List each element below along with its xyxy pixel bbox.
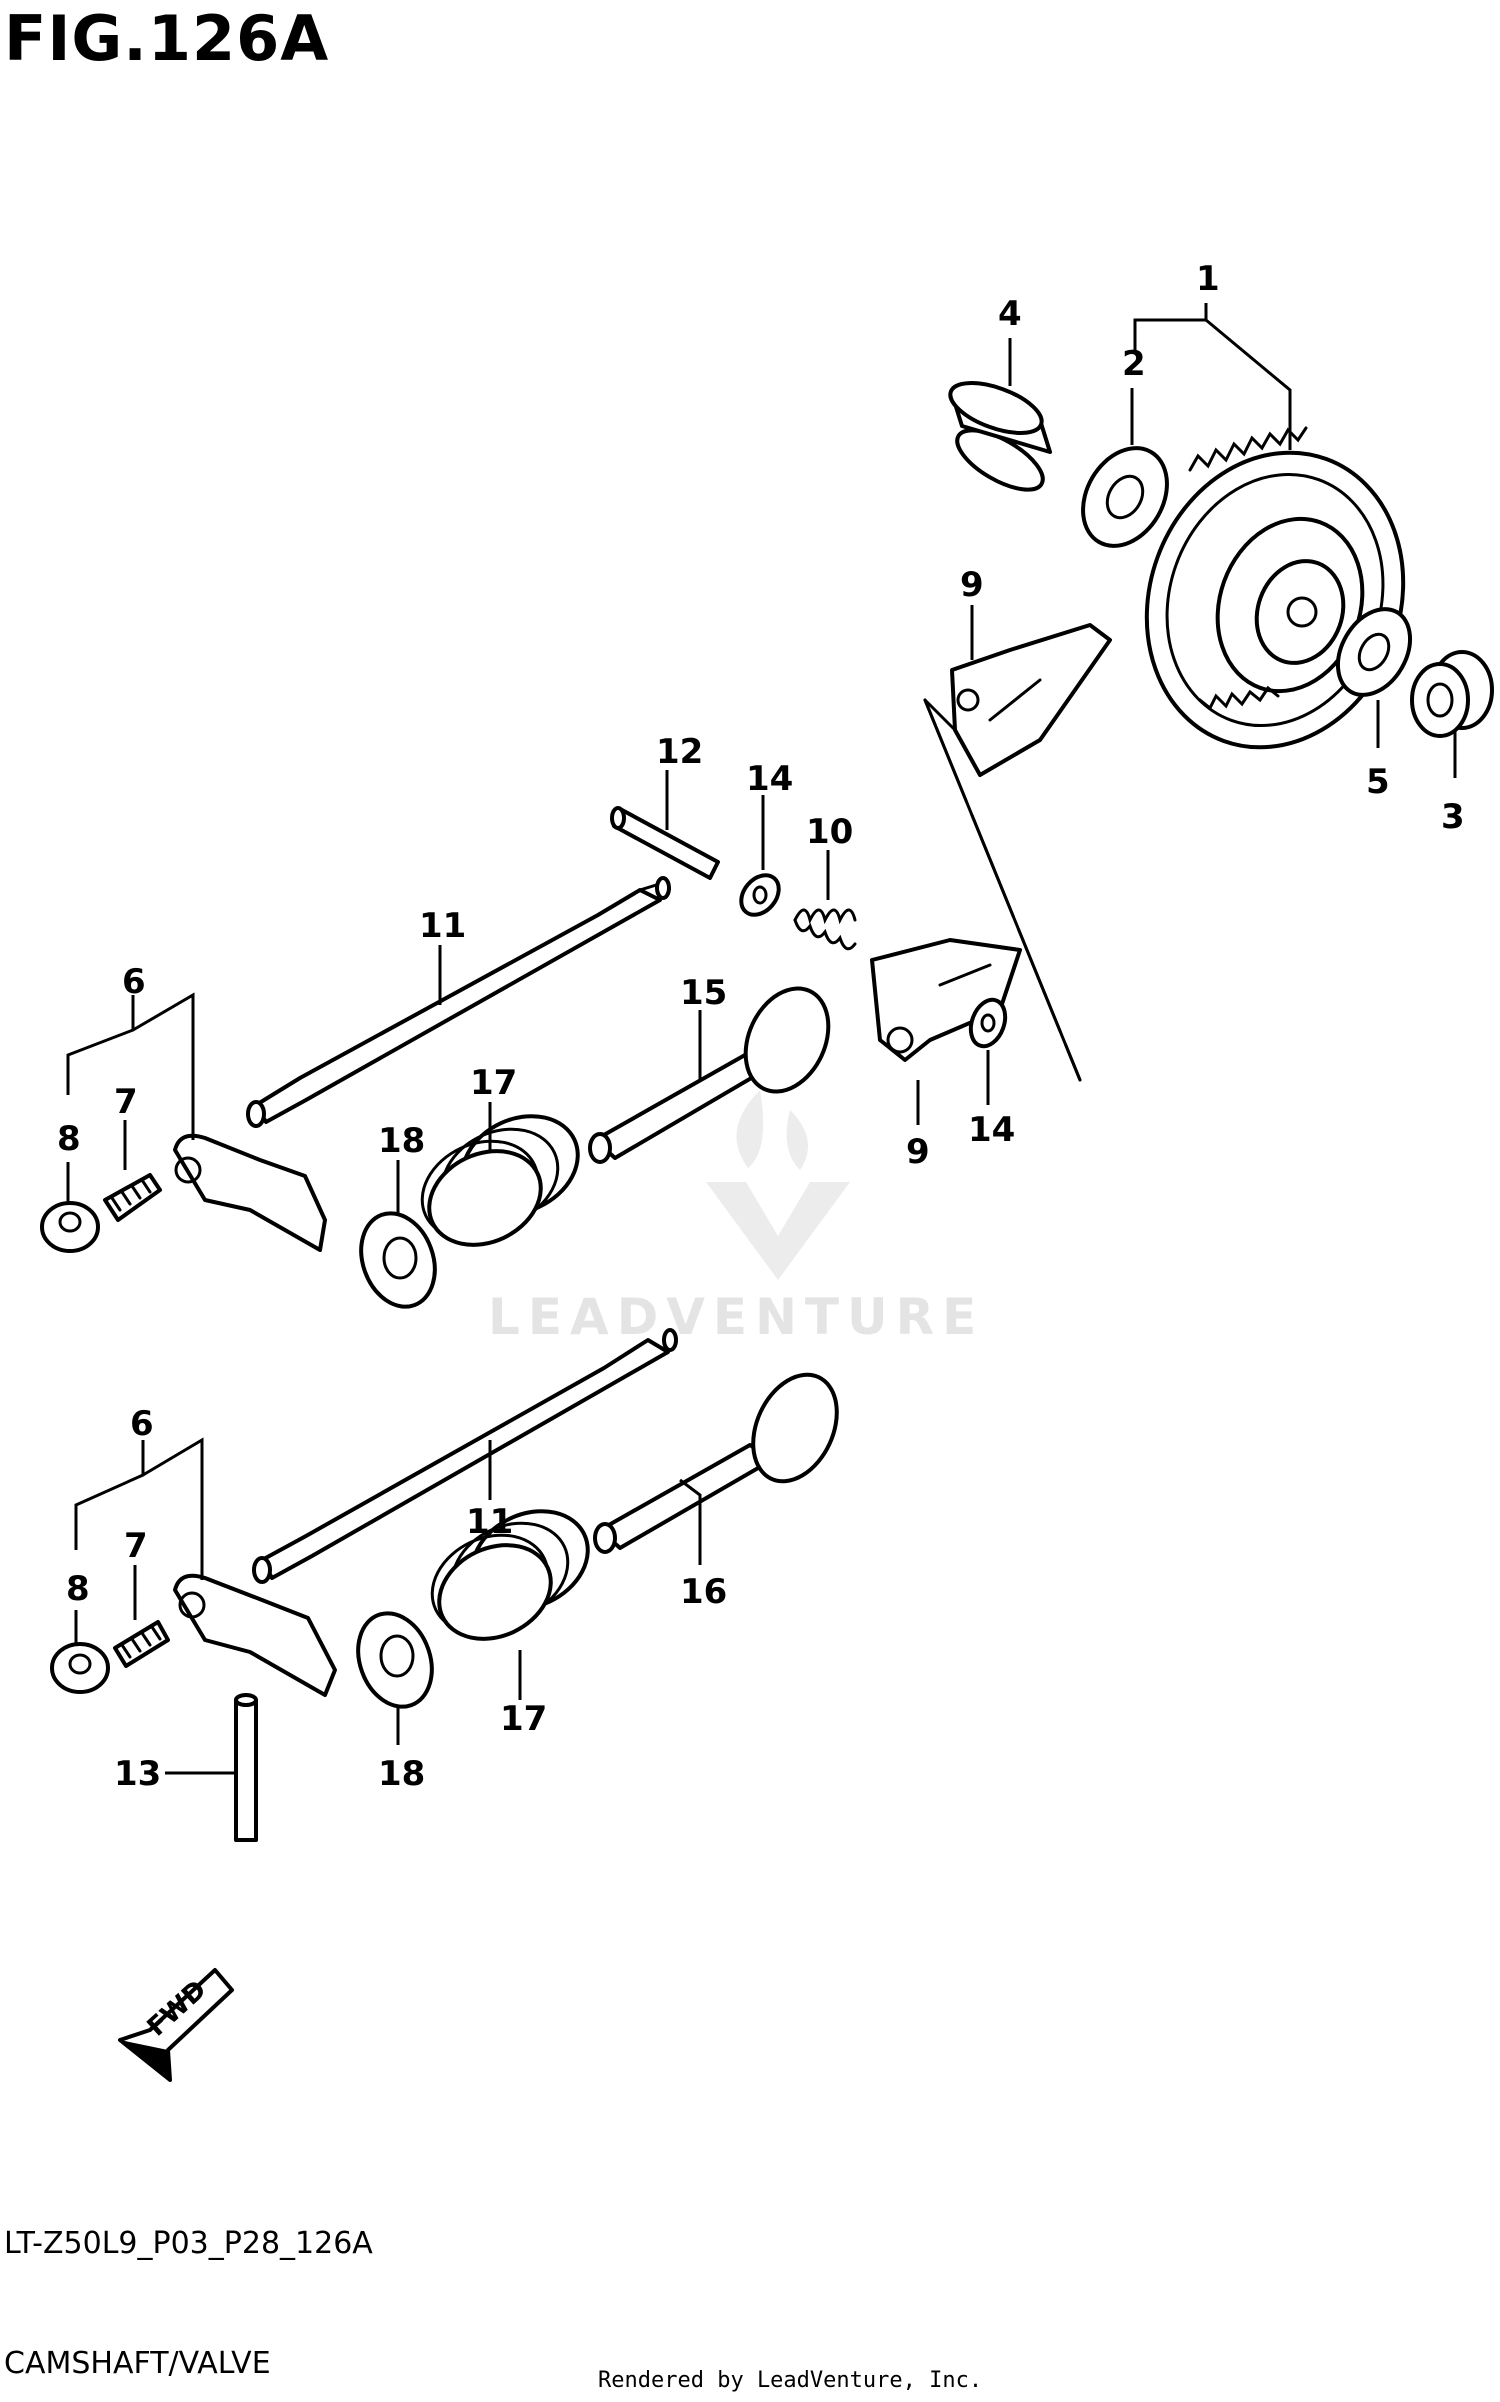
callout-16: 16 — [680, 1572, 727, 1612]
guide-triangle-lines — [923, 698, 1082, 1082]
bearing-part-3 — [1410, 650, 1494, 738]
adjust-screw-part-7-lower — [113, 1620, 170, 1668]
washer-part-14-lower — [968, 997, 1008, 1049]
rocker-arm-part-6-upper — [173, 1133, 327, 1252]
valve-part-15 — [588, 986, 831, 1164]
callout-17-upper: 17 — [470, 1063, 517, 1103]
fwd-arrow-icon — [118, 1968, 234, 2082]
adjust-screw-part-7-upper — [103, 1173, 162, 1222]
nut-part-8-upper — [40, 1201, 100, 1253]
washer-part-14-upper — [739, 873, 781, 917]
callout-6-lower: 6 — [130, 1404, 154, 1444]
spring-part-10 — [793, 908, 857, 951]
callout-2: 2 — [1122, 344, 1146, 384]
callout-12: 12 — [656, 732, 703, 772]
valve-part-16 — [593, 1372, 839, 1554]
washer-part-2 — [1081, 446, 1169, 548]
rocker-arm-part-6-lower — [173, 1573, 337, 1697]
callout-8-lower: 8 — [66, 1569, 90, 1609]
callout-18-lower: 18 — [378, 1754, 425, 1794]
callout-9-upper: 9 — [960, 565, 984, 605]
callout-7-lower: 7 — [124, 1526, 148, 1566]
decomp-arm-upper-part-9 — [950, 623, 1112, 777]
leader-lines — [66, 303, 1457, 1775]
render-credit: Rendered by LeadVenture, Inc. — [598, 2368, 983, 2393]
figure-code: LT-Z50L9_P03_P28_126A — [4, 2226, 373, 2261]
valve-spring-part-17-upper — [420, 1114, 580, 1247]
callout-15: 15 — [680, 973, 727, 1013]
retainer-part-18-upper — [359, 1211, 437, 1309]
watermark-text: LEADVENTURE — [488, 1288, 985, 1346]
pin-part-13 — [234, 1693, 258, 1842]
figure-title: FIG.126A — [4, 2, 330, 75]
callout-11-upper: 11 — [419, 906, 466, 946]
callout-13: 13 — [114, 1754, 161, 1794]
callout-14-upper: 14 — [746, 759, 793, 799]
callout-4: 4 — [998, 294, 1022, 334]
pushrod-part-11-lower — [252, 1328, 678, 1584]
callout-6-upper: 6 — [122, 962, 146, 1002]
callout-11-lower: 11 — [466, 1502, 513, 1542]
washer-part-5 — [1335, 607, 1413, 697]
pushrod-part-11-upper — [246, 876, 671, 1128]
retainer-part-18-lower — [356, 1611, 434, 1709]
callout-9-lower: 9 — [906, 1132, 930, 1172]
callout-8-upper: 8 — [57, 1119, 81, 1159]
callout-17-lower: 17 — [500, 1699, 547, 1739]
callout-5: 5 — [1366, 762, 1390, 802]
bearing-part-4 — [948, 381, 1052, 492]
callout-14-lower: 14 — [968, 1110, 1015, 1150]
valve-spring-part-17-lower — [430, 1509, 590, 1641]
nut-part-8-lower — [50, 1642, 110, 1694]
callout-18-upper: 18 — [378, 1121, 425, 1161]
leadventure-logo-icon — [706, 1090, 850, 1280]
decomp-arm-lower-part-9 — [870, 938, 1022, 1062]
callout-3: 3 — [1441, 797, 1465, 837]
figure-caption: CAMSHAFT/VALVE — [4, 2346, 271, 2381]
callout-10: 10 — [806, 812, 853, 852]
callout-1: 1 — [1196, 259, 1220, 299]
callout-labels: 1 2 3 4 5 9 12 14 10 11 15 9 14 17 18 6 … — [57, 259, 1465, 2043]
callout-7-upper: 7 — [114, 1082, 138, 1122]
pin-part-12 — [610, 806, 720, 880]
